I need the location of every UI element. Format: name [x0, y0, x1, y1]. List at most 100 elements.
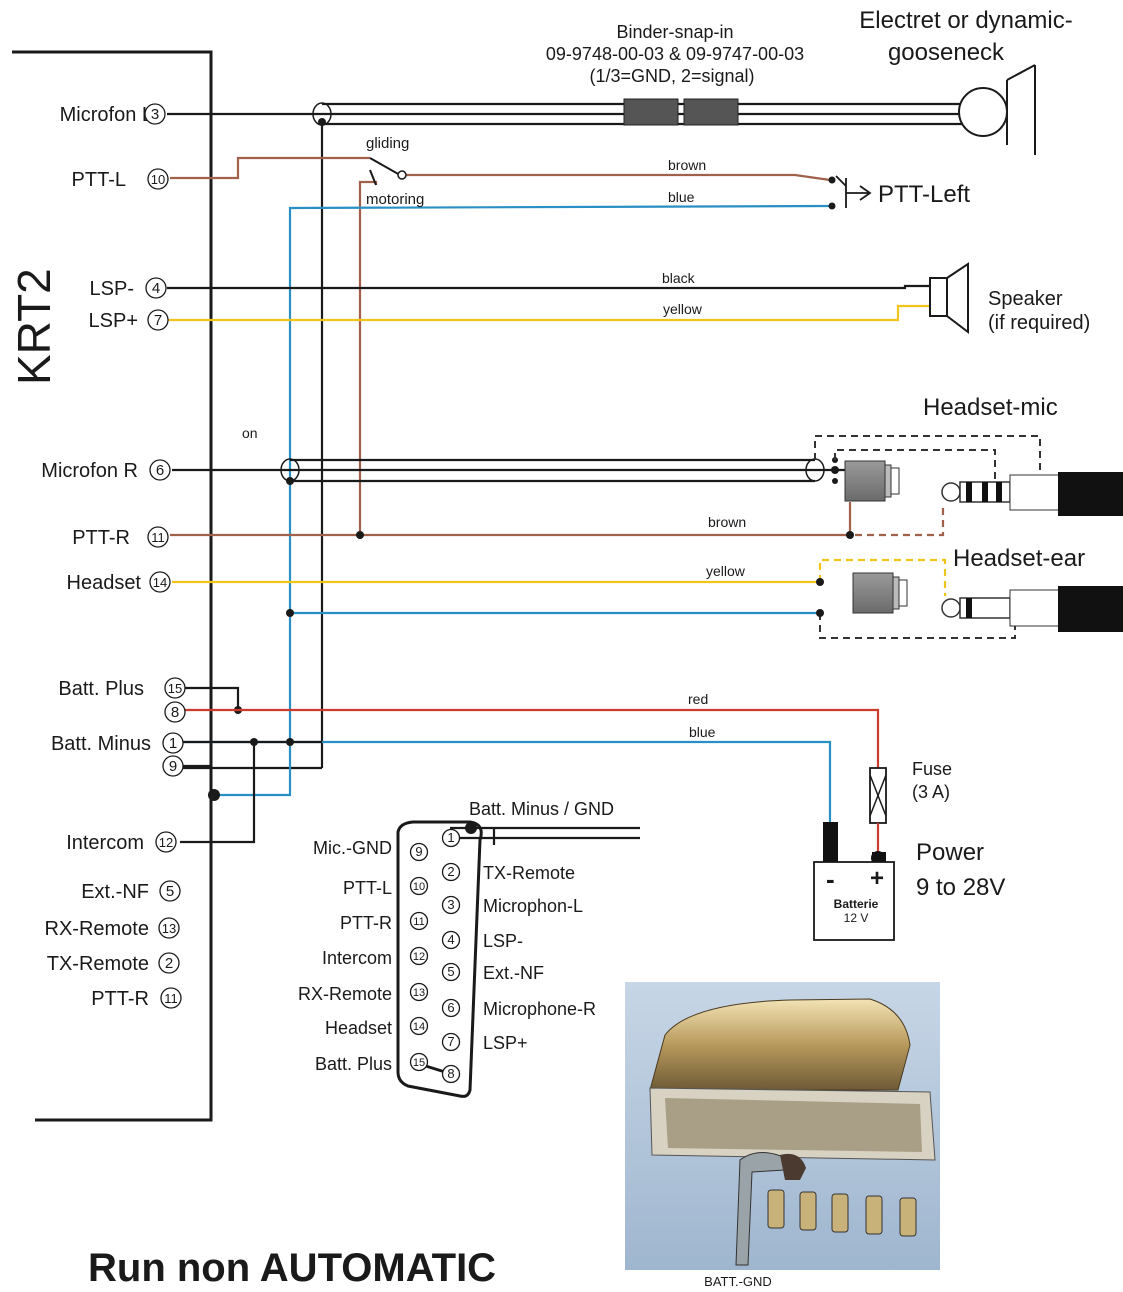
dsub-pin-number: 8: [447, 1066, 454, 1081]
krt2-pin: Batt. Plus 15: [58, 677, 186, 700]
pin-label: TX-Remote: [47, 953, 149, 975]
dsub-pin-circle: [409, 911, 429, 931]
pin-number: 9: [169, 758, 177, 775]
pin-number: 4: [152, 280, 160, 297]
wire-batt-minus: [183, 740, 832, 822]
power-supply: red blue Fuse (3 A) - + Batterie 12 V Po…: [688, 691, 1005, 941]
headset-mic-label: Headset-mic: [923, 394, 1058, 421]
ptt-left-button: PTT-Left: [828, 175, 970, 210]
pin-number-circle: [149, 571, 171, 593]
pin-number: 14: [153, 575, 167, 590]
binder-plug-b: [683, 98, 739, 126]
pin-label: Batt. Plus: [58, 678, 144, 700]
wire-batt-red: [185, 708, 880, 768]
dsub-pin-circle: [441, 930, 461, 950]
dsub-pin-circle: [409, 982, 429, 1002]
dsub-pin-circle: [409, 946, 429, 966]
dsub-pin-number: 14: [413, 1021, 425, 1033]
pin-number-circle: [147, 309, 169, 331]
krt2-pin: PTT-L 10: [72, 168, 169, 191]
pin-number-circle: [149, 459, 171, 481]
wire-ptt-l: [170, 156, 370, 180]
dsub-pin-number: 3: [447, 897, 454, 912]
dsub-pin: 4 LSP-: [441, 930, 523, 951]
pin-number: 10: [151, 172, 165, 187]
battery-minus: -: [826, 864, 835, 894]
dsub-pin-label: Ext.-NF: [483, 963, 544, 983]
dsub-pin-number: 6: [447, 1000, 454, 1015]
dsub-pin-number: 7: [447, 1034, 454, 1049]
dsub-pin-label: Intercom: [322, 948, 392, 968]
wire-label-blue-2: blue: [689, 724, 716, 740]
dsub-pin-circle: [441, 1032, 461, 1052]
dsub-pin: 5 Ext.-NF: [441, 962, 544, 983]
dsub-pin: 6 Microphone-R: [441, 998, 596, 1019]
pin-number-circle: [147, 168, 169, 190]
dsub-pin: 12 Intercom: [322, 946, 429, 968]
pin-label: Headset: [67, 572, 142, 594]
dsub-pin-circle: [409, 876, 429, 896]
dsub-pin-number: 4: [447, 932, 454, 947]
dsub-pin-label: LSP-: [483, 931, 523, 951]
on-label: on: [242, 425, 258, 441]
photo-caption: BATT.-GND: [704, 1274, 772, 1289]
pin-number: 1: [169, 735, 177, 752]
dsub-pin-number: 2: [447, 864, 454, 879]
pin-label: Intercom: [66, 832, 144, 854]
pin-number-circle: [164, 677, 186, 699]
pin-number: 15: [168, 681, 182, 696]
gooseneck-label-1: Electret or dynamic-: [859, 7, 1072, 34]
headset-ear-plug: [1058, 586, 1123, 632]
krt2-pin: 8: [164, 701, 186, 723]
dsub-pin-circle: [441, 828, 461, 848]
krt2-pin: Headset 14: [67, 571, 171, 594]
pin-label: PTT-R: [72, 527, 130, 549]
dsub-pin-number: 9: [415, 844, 422, 859]
dsub-pin-number: 5: [447, 964, 454, 979]
headset-ear-jack: [852, 572, 894, 614]
dsub-pin-label: Microphone-R: [483, 999, 596, 1019]
dsub-pin-label: Mic.-GND: [313, 838, 392, 858]
dsub-pin-number: 1: [447, 830, 454, 845]
dsub-pin-label: Batt. Plus: [315, 1054, 392, 1074]
dsub-pin-circle: [409, 842, 429, 862]
wire-label-yellow-2: yellow: [706, 563, 746, 579]
pin-number-circle: [158, 917, 180, 939]
ptt-left-label: PTT-Left: [878, 181, 970, 208]
ptt-switch: gliding motoring brown blue: [366, 135, 706, 208]
binder-part: 09-9748-00-03 & 09-9747-00-03: [546, 44, 804, 64]
speaker-label-1: Speaker: [988, 288, 1063, 310]
pin-number: 3: [151, 106, 159, 123]
pin-number: 7: [154, 312, 162, 329]
krt2-pin: Microfon L3: [60, 103, 166, 126]
dsub-pin-label: PTT-R: [340, 913, 392, 933]
dsub-pin-circle: [441, 895, 461, 915]
dsub-pin-number: 12: [413, 951, 425, 963]
dsub-pin: 1: [441, 828, 461, 848]
dsub-pin-number: 13: [413, 987, 425, 999]
dsub-pin-label: LSP+: [483, 1033, 528, 1053]
krt2-pin: LSP+7: [89, 309, 169, 332]
battery-plus: +: [870, 865, 884, 892]
wire-lsp-plus: [167, 304, 930, 322]
dsub-pin-label: PTT-L: [343, 878, 392, 898]
pin-label: PTT-L: [72, 169, 126, 191]
pin-number-circle: [144, 103, 166, 125]
power-label-1: Power: [916, 839, 984, 866]
headset-mic-jack: [844, 460, 886, 502]
headset-mic: Headset-mic: [814, 394, 1123, 537]
pin-label: RX-Remote: [45, 918, 149, 940]
binder-title: Binder-snap-in: [616, 22, 733, 42]
pin-number: 6: [156, 462, 164, 479]
